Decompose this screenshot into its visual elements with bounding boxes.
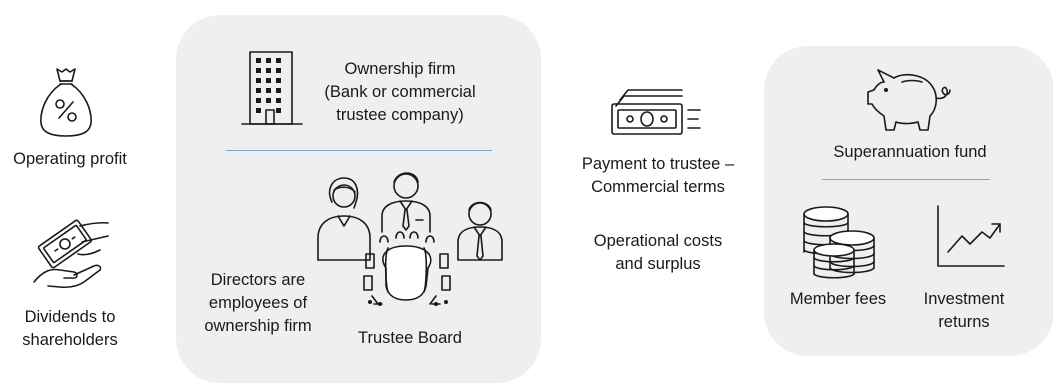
superannuation-fund-panel [764, 46, 1053, 356]
investment-returns-label-line2: returns [938, 313, 990, 331]
dividends-label-line1: Dividends to [24, 308, 116, 326]
ownership-firm-label-line2: (Bank or commercial [324, 83, 476, 101]
operational-label-line2: and surplus [615, 255, 701, 273]
cash-hand-icon [33, 219, 109, 289]
piggy-bank-icon [867, 69, 951, 131]
directors-label-line2: employees of [208, 294, 308, 312]
ownership-firm-label-line3: trustee company) [336, 106, 464, 124]
payment-label-line1: Payment to trustee – [581, 155, 735, 173]
coins-stack-icon [803, 206, 875, 279]
ownership-divider [226, 150, 492, 151]
fund-divider [822, 179, 990, 180]
ownership-firm-label-line1: Ownership firm [344, 60, 456, 78]
growth-chart-icon [937, 205, 1005, 267]
money-bag-percent-icon [40, 68, 92, 137]
trustee-board-label: Trustee Board [358, 329, 462, 347]
office-building-icon [241, 51, 303, 125]
payment-label-line2: Commercial terms [591, 178, 725, 196]
cash-payment-icon [611, 89, 701, 135]
trustee-board-meeting-icon [317, 172, 503, 306]
dividends-label-line2: shareholders [22, 331, 118, 349]
investment-returns-label-line1: Investment [923, 290, 1005, 308]
operational-label-line1: Operational costs [593, 232, 723, 250]
directors-label-line1: Directors are [210, 271, 306, 289]
member-fees-label: Member fees [789, 290, 887, 308]
superannuation-fund-title: Superannuation fund [833, 143, 987, 161]
directors-label-line3: ownership firm [204, 317, 312, 335]
ownership-firm-panel [176, 15, 541, 383]
operating-profit-label: Operating profit [13, 150, 127, 168]
